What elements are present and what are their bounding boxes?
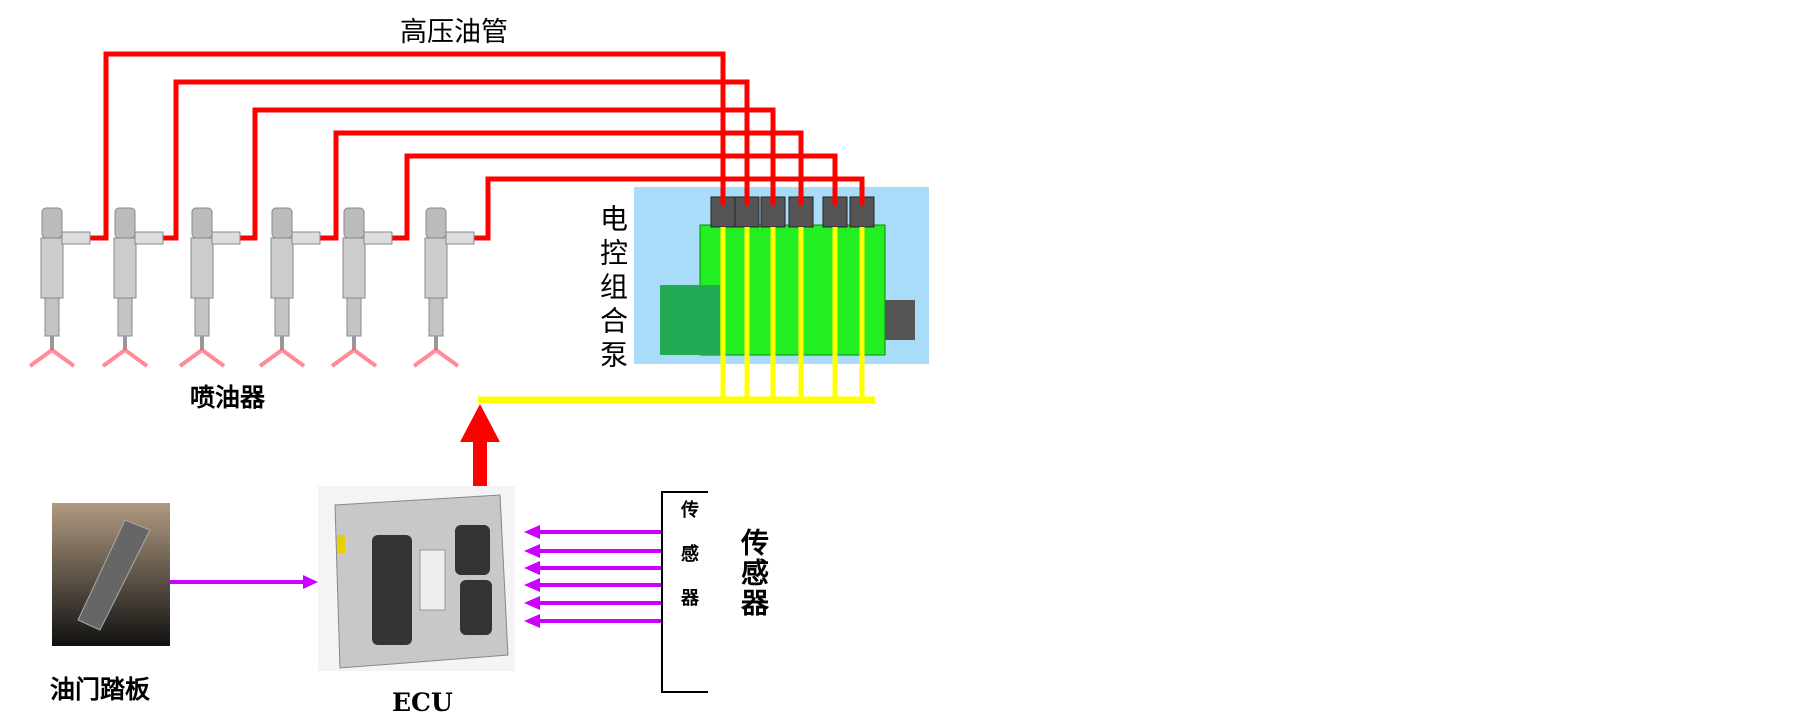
fuel-injector <box>28 207 91 368</box>
fuel-pipe <box>392 153 838 241</box>
fuel-spray <box>28 347 76 368</box>
sensor-arrowhead <box>524 525 540 539</box>
fuel-pipe <box>240 107 776 241</box>
sensor-arrowhead <box>524 614 540 628</box>
fuel-injector <box>101 207 164 368</box>
throttle-pedal-label: 油门踏板 <box>50 675 151 704</box>
fuel-spray <box>412 347 460 368</box>
pedal-image <box>52 503 170 646</box>
sensor-arrowhead <box>524 561 540 575</box>
fuel-pipe <box>163 79 750 241</box>
ecu-image <box>318 486 515 671</box>
fuel-spray <box>101 347 149 368</box>
fuel-spray <box>330 347 378 368</box>
fuel-pipe <box>90 51 726 241</box>
sensor-arrowhead <box>524 596 540 610</box>
fuel-injector <box>412 207 475 368</box>
sensor-box-label: 传感器 <box>678 500 699 632</box>
control-lines <box>478 227 875 404</box>
high-pressure-pipes <box>90 51 865 241</box>
pump-label: 电控组合泵 <box>596 204 629 374</box>
sensor-bracket <box>661 491 708 693</box>
pump-image <box>634 187 929 364</box>
fuel-injector <box>330 207 393 368</box>
injectors <box>28 207 475 368</box>
sensors-label: 传感器 <box>737 528 770 618</box>
ecu-to-pump-arrow <box>460 404 500 496</box>
ecu-label: ECU <box>392 688 453 717</box>
fuel-injector <box>178 207 241 368</box>
fuel-injector <box>258 207 321 368</box>
sensor-signal-arrows <box>524 525 662 628</box>
fuel-pipe <box>474 176 865 241</box>
injectors-label: 喷油器 <box>190 383 266 412</box>
sensor-arrowhead <box>524 578 540 592</box>
sensor-arrowhead <box>524 544 540 558</box>
high-pressure-pipe-label: 高压油管 <box>400 17 508 48</box>
pedal-signal-arrow <box>170 575 318 589</box>
fuel-spray <box>258 347 306 368</box>
fuel-spray <box>178 347 226 368</box>
